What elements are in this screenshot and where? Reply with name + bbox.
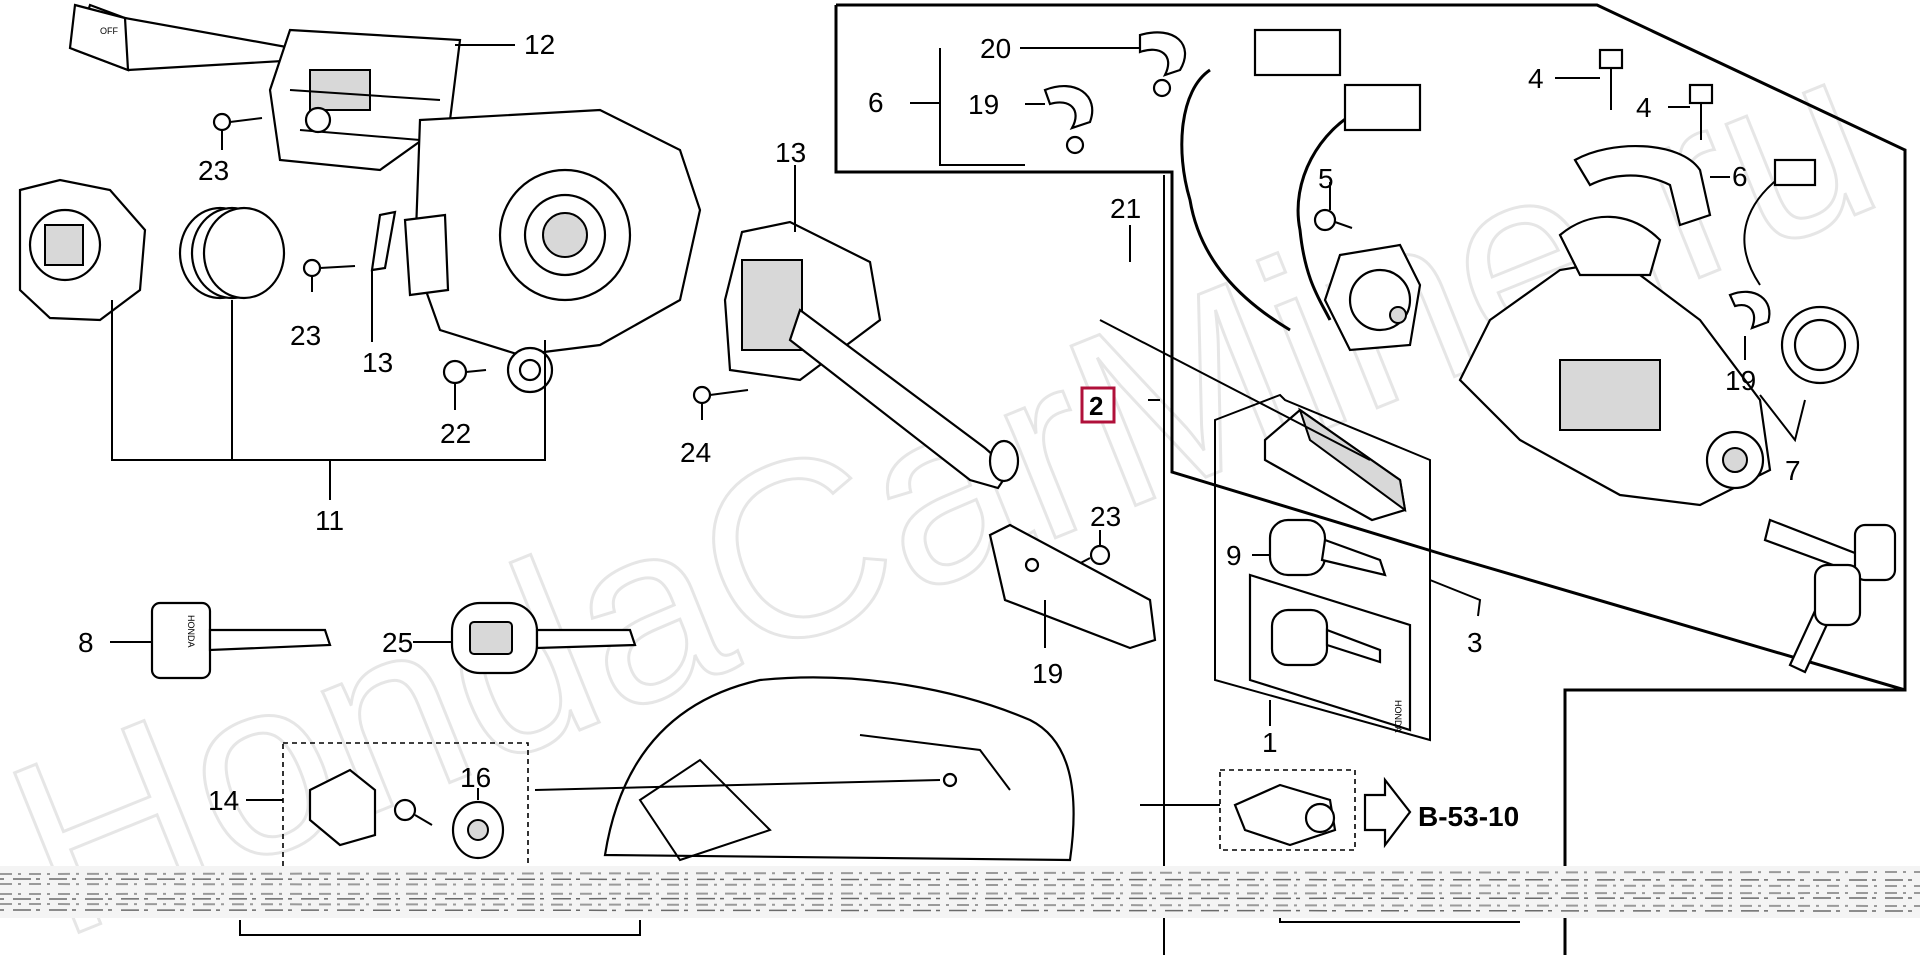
bolt-4-bottom: [1688, 83, 1714, 140]
immobilizer-unit-2: [1099, 319, 1407, 522]
callout-18: 19: [1032, 658, 1063, 689]
callout-2: 2: [1089, 391, 1103, 421]
callout-23-top: 23: [198, 155, 229, 186]
callout-2-highlight[interactable]: 2: [1080, 386, 1116, 424]
clamp-19-right: [1728, 290, 1771, 330]
bracket-18: [988, 523, 1157, 650]
combination-switch-12: OFF: [68, 3, 462, 172]
callout-19-top: 19: [968, 89, 999, 120]
clamp-19-top: [1043, 85, 1094, 155]
callout-4b: 4: [1636, 92, 1652, 123]
clamp-20: [1138, 31, 1187, 98]
callout-1: 1: [1262, 727, 1278, 758]
bolt-4-top: [1598, 48, 1624, 110]
callout-4a: 4: [1528, 63, 1544, 94]
screw-23-top: [212, 112, 263, 132]
frame-b-53-10: [1219, 769, 1356, 851]
bolt-15: [393, 798, 433, 826]
frame-assembly-3: [836, 3, 1907, 955]
callout-14: 13: [362, 347, 393, 378]
callout-20: 20: [980, 33, 1011, 64]
callout-11: 11: [315, 505, 344, 536]
cable-reel-11: [403, 108, 702, 394]
switch-marking: OFF: [100, 26, 118, 36]
keys-7: [1763, 518, 1897, 674]
steering-lock-7: [1458, 158, 1860, 507]
bolt-5: [1313, 208, 1353, 232]
trunk-cylinder-16: [451, 800, 505, 860]
key-card-1: HONDA: [1248, 573, 1412, 733]
callout-6: 6: [1732, 161, 1748, 192]
highlight-box: [1080, 386, 1116, 424]
callout-23-mid: 23: [290, 320, 321, 351]
callout-5: 5: [1318, 163, 1334, 194]
cover-left-11: [18, 178, 147, 322]
callout-9: 9: [1226, 540, 1242, 571]
scan-noise-strip: [0, 866, 1920, 936]
leader-lines: [110, 44, 1806, 806]
reference-arrow[interactable]: [1363, 776, 1412, 849]
key-8: HONDA: [150, 601, 332, 680]
bolt-22: [442, 359, 487, 385]
callout-13: 13: [775, 137, 806, 168]
callout-24: 23: [1090, 501, 1121, 532]
callout-25: 25: [382, 627, 413, 658]
kit-frame-1: [1214, 393, 1431, 742]
door-lock-cylinder: [1233, 783, 1337, 847]
clamp-6: [1573, 144, 1712, 227]
callout-7: 7: [1785, 455, 1801, 486]
wiper-switch-13: [723, 220, 1020, 490]
trunk-switch-15: [308, 768, 377, 847]
harness-10: [1180, 28, 1422, 332]
frame-assembly-10: [834, 5, 1906, 692]
callout-16: 16: [460, 762, 491, 793]
ring-set-11: [178, 206, 286, 300]
ignition-cylinder: [1323, 243, 1422, 352]
callout-19-right: 19: [1725, 365, 1756, 396]
screw-23-mid: [302, 258, 356, 278]
reference-label[interactable]: B-53-10: [1418, 801, 1519, 832]
callout-3: 3: [1467, 627, 1483, 658]
key-25: [450, 601, 637, 675]
callout-21: 21: [1110, 193, 1141, 224]
callout-23-right: 24: [680, 437, 711, 468]
car-rear-view: [603, 676, 1075, 862]
callout-10: 6: [868, 87, 884, 118]
callout-8: 8: [78, 627, 94, 658]
key-card-brand: HONDA: [1393, 700, 1403, 733]
callout-12: 12: [524, 29, 555, 60]
screw-23-right: [692, 385, 749, 405]
key-8-brand: HONDA: [186, 615, 196, 648]
callout-22: 22: [440, 418, 471, 449]
key-9: [1268, 518, 1387, 577]
callout-15: 14: [208, 785, 239, 816]
clip-14: [370, 210, 397, 272]
